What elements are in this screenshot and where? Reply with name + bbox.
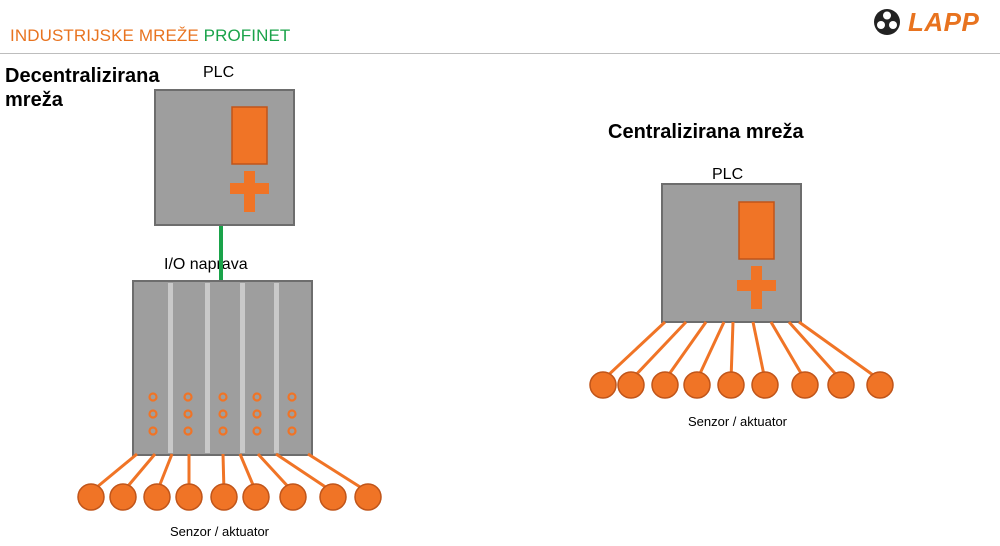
sensor-wire bbox=[751, 321, 767, 381]
sensor-wire bbox=[663, 321, 708, 381]
header-divider bbox=[0, 53, 1000, 54]
sensor-actuator bbox=[109, 483, 137, 511]
central-plc-label: PLC bbox=[712, 166, 744, 183]
sensor-wire bbox=[729, 321, 735, 381]
decentral-plc bbox=[154, 89, 295, 226]
central-sensor-label: Senzor / aktuator bbox=[688, 414, 787, 429]
sensor-actuator bbox=[827, 371, 855, 399]
header-title-profinet: PROFINET bbox=[203, 26, 291, 45]
sensor-actuator bbox=[77, 483, 105, 511]
sensor-actuator bbox=[866, 371, 894, 399]
io-indicator-led bbox=[218, 426, 228, 436]
sensor-actuator bbox=[751, 371, 779, 399]
decentral-sensors bbox=[77, 483, 382, 511]
decentral-plc-label: PLC bbox=[203, 64, 235, 81]
io-indicator-led bbox=[218, 392, 228, 402]
io-indicator-led bbox=[287, 409, 297, 419]
sensor-wire bbox=[601, 320, 667, 382]
central-sensors bbox=[589, 371, 894, 399]
sensor-wire bbox=[629, 320, 688, 382]
sensor-actuator bbox=[354, 483, 382, 511]
sensor-actuator bbox=[279, 483, 307, 511]
header-title-industrial: INDUSTRIJSKE MREŽE bbox=[10, 26, 199, 45]
decentral-heading: Decentralizirana mreža bbox=[5, 64, 160, 112]
header-title: INDUSTRIJSKE MREŽE PROFINET bbox=[10, 26, 290, 46]
sensor-actuator bbox=[175, 483, 203, 511]
sensor-actuator bbox=[791, 371, 819, 399]
io-indicator-led bbox=[252, 392, 262, 402]
io-indicator-led bbox=[148, 426, 158, 436]
sensor-wire bbox=[798, 320, 881, 382]
decentral-heading-line1: Decentralizirana bbox=[5, 65, 160, 87]
io-module-divider bbox=[205, 283, 210, 453]
io-indicator-led bbox=[183, 426, 193, 436]
io-module-divider bbox=[240, 283, 245, 453]
io-indicator-led bbox=[252, 409, 262, 419]
io-indicator-led bbox=[148, 392, 158, 402]
sensor-wire bbox=[275, 452, 334, 494]
io-indicator-led bbox=[287, 426, 297, 436]
sensor-wire bbox=[307, 452, 369, 494]
io-indicator-led bbox=[252, 426, 262, 436]
io-indicator-led bbox=[148, 409, 158, 419]
sensor-actuator bbox=[210, 483, 238, 511]
central-heading: Centralizirana mreža bbox=[608, 121, 804, 143]
sensor-wire bbox=[695, 321, 726, 381]
lapp-logo: LAPP bbox=[872, 6, 996, 38]
sensor-actuator bbox=[683, 371, 711, 399]
io-device bbox=[132, 280, 313, 456]
sensor-actuator bbox=[242, 483, 270, 511]
sensor-wire bbox=[769, 321, 807, 381]
sensor-actuator bbox=[319, 483, 347, 511]
lapp-logo-text: LAPP bbox=[908, 6, 980, 37]
io-indicator-led bbox=[218, 409, 228, 419]
sensor-actuator bbox=[617, 371, 645, 399]
io-module-divider bbox=[274, 283, 279, 453]
sensor-actuator bbox=[651, 371, 679, 399]
io-device-label: I/O naprava bbox=[164, 256, 248, 273]
sensor-actuator bbox=[143, 483, 171, 511]
central-wires bbox=[601, 320, 881, 382]
io-indicator-led bbox=[183, 409, 193, 419]
sensor-wire bbox=[787, 320, 843, 382]
decentral-heading-line2: mreža bbox=[5, 89, 63, 111]
io-module-divider bbox=[168, 283, 173, 453]
central-plc bbox=[661, 183, 802, 323]
lapp-cable-icon bbox=[874, 9, 900, 35]
sensor-actuator bbox=[589, 371, 617, 399]
decentral-sensor-label: Senzor / aktuator bbox=[170, 524, 269, 539]
sensor-actuator bbox=[717, 371, 745, 399]
io-indicator-led bbox=[287, 392, 297, 402]
io-indicator-led bbox=[183, 392, 193, 402]
